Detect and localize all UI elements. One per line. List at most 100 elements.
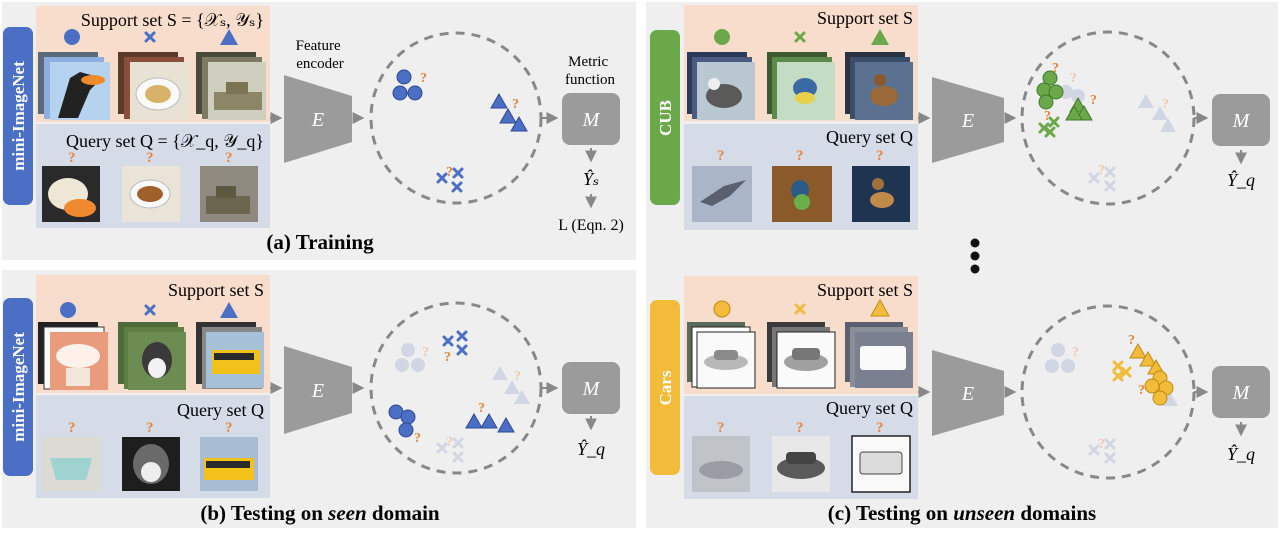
domain-tag-cub — [650, 30, 680, 205]
faded-triangle-point — [504, 380, 520, 394]
query-set-label: Query set Q — [177, 400, 264, 420]
query-mark: ? — [146, 420, 154, 436]
metric-letter: M — [582, 109, 601, 131]
ellipsis-dot — [970, 251, 980, 261]
faded-triangle-point — [1160, 118, 1176, 132]
embedding-query-mark: ? — [1128, 333, 1135, 348]
query-mark: ? — [225, 150, 233, 166]
encoder-block — [932, 77, 1004, 163]
faded-circle-point — [1071, 89, 1085, 103]
embedding-space — [369, 31, 543, 205]
encoder-letter: E — [961, 383, 974, 405]
panel-testing-unseen: CUB Support set S Query set Q — [646, 2, 1278, 528]
ellipsis-dot — [970, 264, 980, 274]
support-set-label: Support set S — [817, 8, 913, 28]
embedding-circle-point — [400, 409, 416, 425]
faded-triangle-point — [1138, 94, 1154, 108]
support-set-label: Support set S — [168, 280, 264, 300]
embedding-triangle-point — [490, 92, 508, 109]
class-circle-icon — [64, 29, 80, 45]
query-mark: ? — [146, 150, 154, 166]
panel-training: mini-ImageNet Support set S = {𝒳ₛ, 𝒴ₛ} — [2, 2, 636, 260]
support-image-car-1 — [687, 322, 756, 389]
domain-tag-label: mini-ImageNet — [9, 332, 28, 442]
query-image-bird-2 — [772, 166, 832, 222]
domain-tag-label: mini-ImageNet — [9, 61, 28, 171]
encoder-block — [284, 346, 352, 434]
embedding-triangle-point — [465, 412, 483, 429]
embedding-circle-point — [1048, 84, 1064, 100]
faded-circle-point — [1061, 359, 1075, 373]
embedding-query-mark: ? — [1138, 383, 1145, 398]
encoder-letter: E — [961, 110, 974, 132]
embedding-query-mark: ? — [512, 97, 519, 112]
query-image-tank — [200, 166, 258, 222]
caption-testing-unseen: (c) Testing on unseen domains — [828, 501, 1096, 525]
support-image-van — [845, 322, 913, 388]
embedding-query-mark: ? — [444, 350, 451, 365]
encoder-letter: E — [311, 380, 324, 402]
query-mark: ? — [717, 420, 725, 436]
query-image-soup — [122, 166, 180, 222]
class-triangle-icon — [220, 302, 238, 318]
support-image-food — [118, 52, 190, 120]
domain-tag-label: Cars — [656, 370, 675, 405]
domain-tag-miniimagenet — [3, 298, 33, 476]
support-image-bird-3 — [845, 52, 913, 120]
support-image-car-2 — [767, 322, 836, 389]
query-image-bowl — [42, 437, 100, 491]
embedding-circle-point — [1042, 70, 1058, 86]
query-image-bird-1 — [692, 166, 752, 222]
query-image-bus — [200, 437, 258, 491]
panel-testing-seen: mini-ImageNet Support set S Qu — [2, 270, 636, 528]
metric-function-label: Metric function — [565, 54, 615, 88]
domain-tag-cars — [650, 300, 680, 475]
query-mark: ? — [68, 150, 76, 166]
caption-training: (a) Training — [266, 230, 374, 254]
faded-query-mark: ? — [1070, 71, 1077, 86]
query-mark: ? — [68, 420, 76, 436]
encoder-letter: E — [311, 109, 324, 131]
embedding-query-mark: ? — [1090, 93, 1097, 108]
faded-query-mark: ? — [514, 369, 521, 384]
support-image-husky — [118, 322, 186, 390]
ellipsis-dot — [970, 238, 980, 248]
loss-label: L (Eqn. 2) — [558, 217, 624, 234]
embedding-circle-point — [1038, 94, 1054, 110]
prediction-output: Ŷ_q — [1227, 169, 1255, 190]
embedding-query-mark: ? — [414, 431, 421, 446]
query-set-label: Query set Q — [826, 398, 913, 418]
support-image-tank — [196, 52, 266, 120]
embedding-query-mark: ? — [1044, 109, 1051, 124]
embedding-circle-point — [1144, 378, 1160, 394]
support-set-label: Support set S = {𝒳ₛ, 𝒴ₛ} — [81, 10, 264, 30]
embedding-query-mark: ? — [1052, 61, 1059, 76]
query-mark: ? — [717, 148, 725, 164]
domain-tag-label: CUB — [656, 100, 675, 136]
query-mark: ? — [796, 420, 804, 436]
embedding-triangle-point — [497, 416, 515, 433]
embedding-triangle-point — [480, 412, 498, 429]
feature-encoder-label: Feature encoder — [296, 38, 345, 72]
query-mark: ? — [876, 148, 884, 164]
embedding-circle-point — [398, 422, 414, 438]
faded-query-mark: ? — [1072, 345, 1079, 360]
faded-query-mark: ? — [1098, 437, 1105, 452]
embedding-query-mark: ? — [420, 71, 427, 86]
faded-circle-point — [401, 343, 415, 357]
support-image-bird-1 — [687, 52, 755, 120]
caption-testing-seen: (b) Testing on seen domain — [200, 501, 440, 525]
query-image-car-2 — [772, 436, 830, 492]
class-circle-icon — [713, 300, 731, 318]
encoder-block — [284, 75, 352, 163]
metric-block — [1212, 366, 1270, 418]
embedding-space — [369, 301, 543, 475]
query-set-label: Query set Q — [826, 127, 913, 147]
faded-circle-point — [395, 358, 409, 372]
embedding-triangle-point — [1129, 342, 1147, 359]
query-image-van — [851, 435, 911, 493]
query-image-toucan — [42, 166, 100, 222]
metric-letter: M — [582, 378, 601, 400]
query-mark: ? — [225, 420, 233, 436]
prediction-output: Ŷ_q — [1227, 443, 1255, 464]
